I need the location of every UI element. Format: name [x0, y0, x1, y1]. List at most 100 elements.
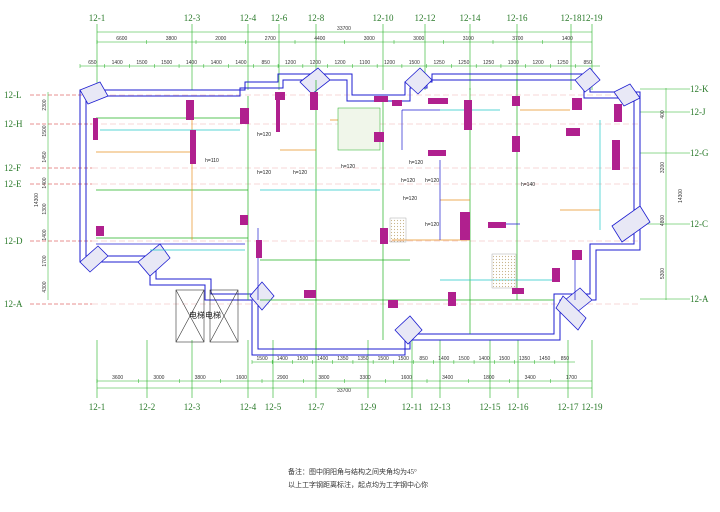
axis-marker-top: 12-18	[561, 13, 582, 23]
axis-label: 12-13	[430, 402, 451, 412]
axis-label: 12-2	[139, 402, 156, 412]
axis-label: 12-3	[184, 13, 201, 23]
axis-marker-top: 12-6	[271, 13, 288, 23]
dim-value: 3600	[112, 375, 123, 381]
room-height-label: h=120	[401, 178, 415, 184]
room-height-label: h=120	[403, 196, 417, 202]
dim-value: 1350	[337, 356, 348, 362]
axis-marker-top: 12-8	[308, 13, 325, 23]
dim-value: 1400	[562, 36, 573, 42]
axis-label: 12-16	[508, 402, 529, 412]
axis-marker-top: 12-16	[507, 13, 528, 23]
axis-label: 12-10	[373, 13, 394, 23]
dim-value: 1400	[42, 229, 48, 240]
dim-value: 1700	[566, 375, 577, 381]
dim-value: 850	[583, 60, 592, 66]
dim-value: 3200	[660, 162, 666, 173]
dim-value: 1400	[112, 60, 123, 66]
axis-marker-top: 12-19	[582, 13, 603, 23]
dim-value: 2900	[277, 375, 288, 381]
dim-value: 1200	[384, 60, 395, 66]
dim-total-left: 14300	[34, 193, 40, 207]
axis-label: 12-6	[271, 13, 288, 23]
axis-marker-bottom: 12-1	[89, 402, 106, 412]
dim-value: 850	[561, 356, 570, 362]
dim-total-top: 33700	[337, 26, 351, 32]
dim-value: 3100	[463, 36, 474, 42]
axis-label: 12-C	[690, 219, 708, 229]
dim-value: 1400	[277, 356, 288, 362]
dim-value: 1250	[458, 60, 469, 66]
axis-marker-bottom: 12-13	[430, 402, 451, 412]
dim-value: 2700	[265, 36, 276, 42]
axis-marker-top: 12-10	[373, 13, 394, 23]
dim-value: 850	[419, 356, 428, 362]
dim-value: 1800	[483, 375, 494, 381]
axis-marker-top: 12-12	[415, 13, 436, 23]
axis-marker-top: 12-3	[184, 13, 201, 23]
room-height-label: h=120	[293, 170, 307, 176]
axis-label: 12-E	[4, 179, 22, 189]
room-height-label: h=110	[205, 158, 219, 164]
axis-label: 12-1	[89, 402, 106, 412]
axis-label: 12-F	[4, 163, 21, 173]
dim-value: 1500	[297, 356, 308, 362]
axis-label: 12-A	[690, 294, 709, 304]
axis-label: 12-K	[690, 84, 709, 94]
elevator-label: 电梯电梯	[189, 310, 221, 320]
dim-value: 3000	[364, 36, 375, 42]
dim-value: 1500	[409, 60, 420, 66]
dim-value: 3800	[166, 36, 177, 42]
corner-braces	[79, 67, 651, 345]
axis-label: 12-12	[415, 13, 436, 23]
dim-value: 3000	[413, 36, 424, 42]
dim-value: 1700	[42, 255, 48, 266]
axis-marker-bottom: 12-17	[558, 402, 579, 412]
hatched-areas	[337, 107, 517, 289]
dim-total-right: 14300	[678, 189, 684, 203]
footnote: 备注：图中阴阳角与结构之间夹角均为45° 以上工字钢距离标注，起点均为工字钢中心…	[288, 466, 528, 492]
dim-value: 1250	[557, 60, 568, 66]
axis-markers: 12-1 12-3 12-4 12-6 12-8 12-10 12-12 12-14 12-16…	[4, 13, 709, 412]
axis-label: 12-17	[558, 402, 579, 412]
axis-label: 12-4	[240, 402, 257, 412]
dim-value: 1350	[519, 356, 530, 362]
dim-value: 1200	[334, 60, 345, 66]
dim-value: 1200	[285, 60, 296, 66]
dim-value: 2300	[42, 99, 48, 110]
axis-label: 12-4	[240, 13, 257, 23]
axis-label: 12-1	[89, 13, 106, 23]
dim-value: 1200	[310, 60, 321, 66]
dim-value: 1400	[235, 60, 246, 66]
axis-marker-bottom: 12-9	[360, 402, 377, 412]
dim-value: 1400	[42, 177, 48, 188]
axis-marker-bottom: 12-11	[402, 402, 423, 412]
axis-label: 12-7	[308, 402, 325, 412]
axis-marker-bottom: 12-7	[308, 402, 325, 412]
axis-marker-bottom: 12-16	[508, 402, 529, 412]
dim-value: 1250	[433, 60, 444, 66]
dim-value: 1300	[508, 60, 519, 66]
elevator-block	[175, 289, 239, 343]
dim-value: 1500	[161, 60, 172, 66]
axis-label: 12-18	[561, 13, 582, 23]
dim-value: 1600	[401, 375, 412, 381]
dim-value: 3000	[153, 375, 164, 381]
dim-value: 1300	[42, 203, 48, 214]
dim-value: 1500	[257, 356, 268, 362]
axis-label: 12-19	[582, 13, 603, 23]
dim-value: 1500	[499, 356, 510, 362]
axis-marker-bottom: 12-19	[582, 402, 603, 412]
axis-label: 12-3	[184, 402, 201, 412]
axis-label: 12-8	[308, 13, 325, 23]
dim-value: 1500	[458, 356, 469, 362]
building-outline	[79, 73, 641, 356]
dim-value: 400	[660, 110, 666, 119]
dim-value: 1100	[359, 60, 370, 66]
room-height-label: h=140	[521, 182, 535, 188]
dim-value: 3400	[525, 375, 536, 381]
axis-marker-top: 12-1	[89, 13, 106, 23]
axis-label: 12-14	[460, 13, 481, 23]
